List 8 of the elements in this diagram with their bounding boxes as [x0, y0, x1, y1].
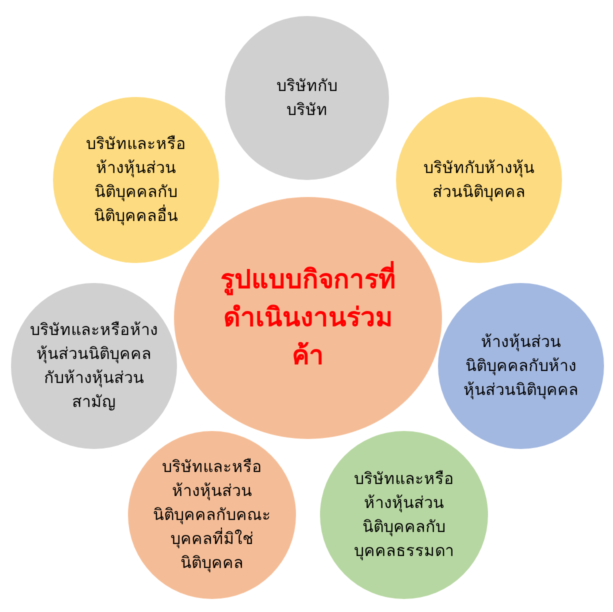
circle-label: บริษัทและหรือห้างหุ้นส่วนนิติบุคคลกับห้างหุ้นส่วนสามัญ — [29, 319, 159, 413]
title-text: รูปแบบกิจการที่ดำเนินงานร่วมค้า — [213, 261, 403, 375]
circle-label: บริษัทกับห้างหุ้นส่วนนิติบุคคล — [422, 157, 536, 204]
circle-label: บริษัทและหรือห้างหุ้นส่วนนิติบุคคลกับนิติบุคคลอื่น — [85, 133, 187, 228]
circle-label: ห้างหุ้นส่วนนิติบุคคลกับห้างหุ้นส่วนนิติบุคคล — [462, 331, 580, 402]
circle-label: บริษัทกับบริษัท — [276, 75, 338, 121]
circle-label: บริษัทและหรือห้างหุ้นส่วนนิติบุคคลกับคณะบุคคลที่มิใช่นิติบุคคล — [152, 456, 272, 574]
circle-label: บริษัทและหรือห้างหุ้นส่วนนิติบุคคลกับบุคคลธรรมดา — [353, 468, 455, 562]
